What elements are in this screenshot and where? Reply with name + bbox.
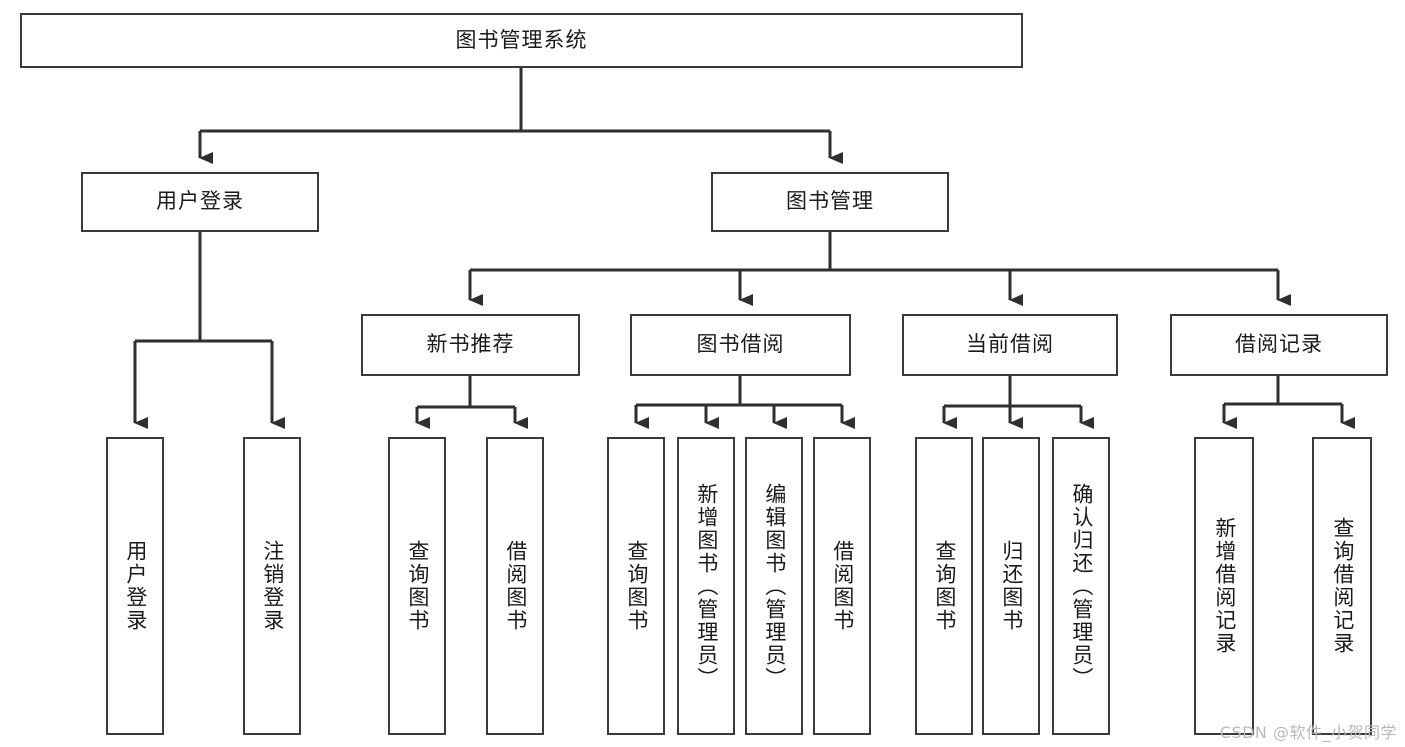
leaf-query-book-current[interactable]: 查询图书 bbox=[915, 437, 973, 735]
node-label: 查询图书 bbox=[405, 540, 430, 632]
node-root-system[interactable]: 图书管理系统 bbox=[20, 13, 1023, 68]
node-current-borrow[interactable]: 当前借阅 bbox=[902, 314, 1118, 376]
leaf-query-borrow-record[interactable]: 查询借阅记录 bbox=[1312, 437, 1372, 735]
leaf-add-borrow-record[interactable]: 新增借阅记录 bbox=[1194, 437, 1254, 735]
leaf-borrow-book-recommend[interactable]: 借阅图书 bbox=[486, 437, 544, 735]
node-label: 当前借阅 bbox=[966, 332, 1054, 357]
leaf-return-book[interactable]: 归还图书 bbox=[982, 437, 1040, 735]
node-label: 图书管理 bbox=[786, 189, 874, 214]
node-label: 图书管理系统 bbox=[455, 27, 588, 52]
node-label: 新增图书（管理员） bbox=[694, 482, 719, 690]
leaf-logout[interactable]: 注销登录 bbox=[243, 437, 301, 735]
node-label: 注销登录 bbox=[260, 540, 285, 632]
node-label: 借阅图书 bbox=[830, 540, 855, 632]
node-label: 借阅图书 bbox=[503, 540, 528, 632]
leaf-user-login[interactable]: 用户登录 bbox=[106, 437, 164, 735]
node-borrow-record[interactable]: 借阅记录 bbox=[1170, 314, 1388, 376]
node-label: 新书推荐 bbox=[426, 332, 515, 357]
node-label: 图书借阅 bbox=[696, 332, 785, 357]
node-label: 新增借阅记录 bbox=[1212, 517, 1237, 655]
leaf-borrow-book[interactable]: 借阅图书 bbox=[813, 437, 871, 735]
node-label: 查询借阅记录 bbox=[1330, 517, 1355, 655]
node-label: 归还图书 bbox=[999, 540, 1024, 632]
node-label: 查询图书 bbox=[932, 540, 957, 632]
node-book-borrow[interactable]: 图书借阅 bbox=[630, 314, 851, 376]
node-label: 查询图书 bbox=[624, 540, 649, 632]
node-book-management[interactable]: 图书管理 bbox=[711, 172, 949, 232]
node-label: 确认归还（管理员） bbox=[1069, 482, 1094, 690]
leaf-query-book-borrow[interactable]: 查询图书 bbox=[607, 437, 665, 735]
leaf-confirm-return[interactable]: 确认归还（管理员） bbox=[1052, 437, 1110, 735]
leaf-add-book[interactable]: 新增图书（管理员） bbox=[677, 437, 735, 735]
node-label: 用户登录 bbox=[156, 189, 244, 214]
node-user-login[interactable]: 用户登录 bbox=[81, 172, 319, 232]
leaf-edit-book[interactable]: 编辑图书（管理员） bbox=[745, 437, 803, 735]
node-label: 用户登录 bbox=[123, 540, 148, 632]
node-new-book-recommend[interactable]: 新书推荐 bbox=[361, 314, 580, 376]
leaf-query-book-recommend[interactable]: 查询图书 bbox=[388, 437, 446, 735]
node-label: 编辑图书（管理员） bbox=[762, 482, 787, 690]
node-label: 借阅记录 bbox=[1235, 332, 1323, 357]
